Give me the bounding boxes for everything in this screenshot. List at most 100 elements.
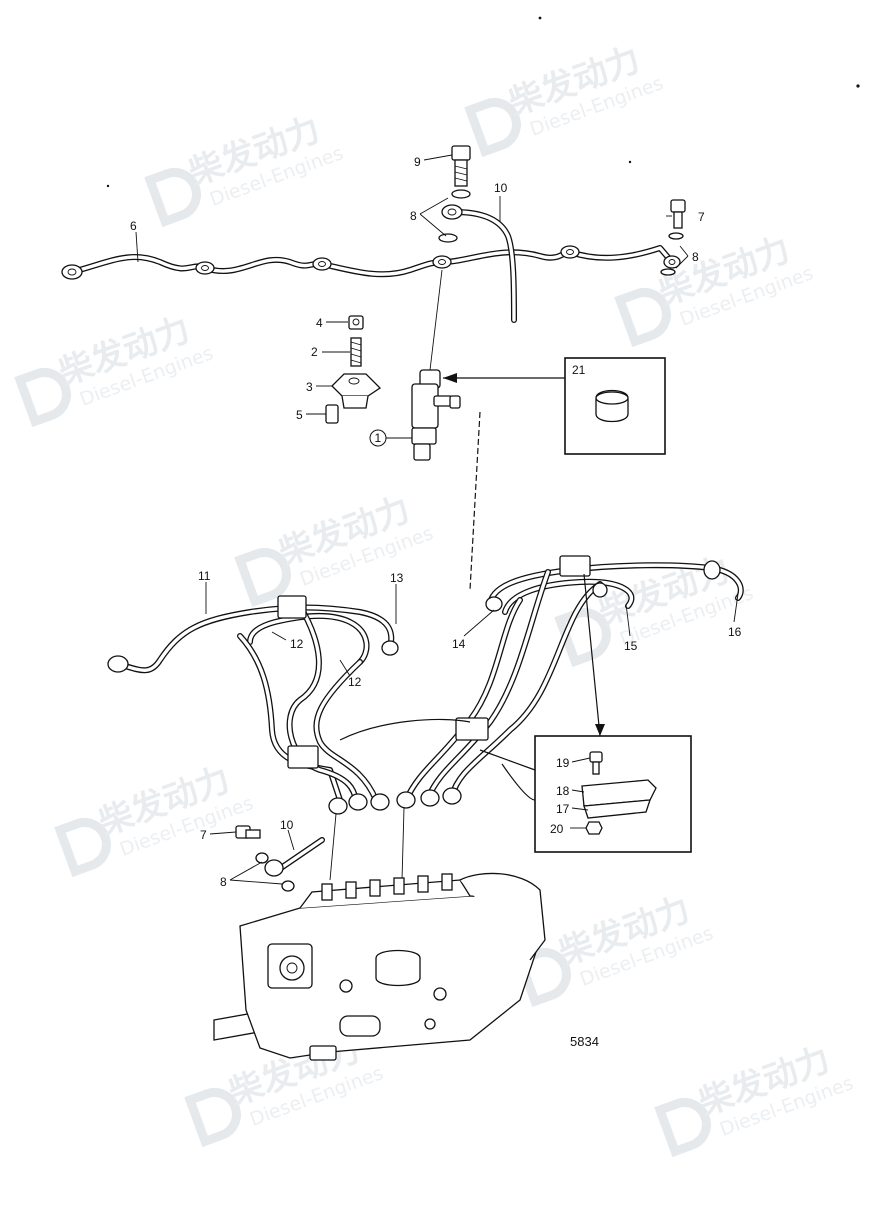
- callout-4: 4: [316, 316, 323, 330]
- pipe-nut: [485, 596, 503, 612]
- callout-8: 8: [692, 250, 699, 264]
- callout-3: 3: [306, 380, 313, 394]
- clamp-nut: [585, 821, 603, 835]
- callout-8: 8: [410, 209, 417, 223]
- sealing-washer: [255, 852, 269, 864]
- pipe-nut: [592, 582, 608, 598]
- pipe-nut: [703, 560, 721, 580]
- banjo-fitting: [560, 245, 580, 259]
- detail-box-clamp: [534, 735, 692, 853]
- sealing-washer: [451, 189, 471, 199]
- callout-16: 16: [728, 625, 742, 639]
- watermark-tile: 柴发动力 Diesel-Engines: [14, 309, 216, 428]
- watermark-tile: 柴发动力 Diesel-Engines: [464, 39, 666, 158]
- sealing-washer: [660, 268, 676, 276]
- nut: [348, 315, 364, 330]
- watermark-logo-icon: [234, 548, 291, 608]
- detail-box-21: [564, 357, 666, 455]
- banjo-bolt-assembly-top: [438, 145, 471, 243]
- watermark-tile: 柴发动力 Diesel-Engines: [514, 889, 716, 1008]
- figure-number: 5834: [570, 1034, 599, 1049]
- banjo-bolt-assembly-lower: [235, 825, 325, 892]
- callout-8: 8: [220, 875, 227, 889]
- banjo-fitting: [61, 264, 83, 280]
- callout-12: 12: [348, 675, 362, 689]
- watermark-tile: 柴发动力 Diesel-Engines: [654, 1039, 856, 1158]
- pipe-nut: [442, 787, 462, 805]
- injector: [411, 269, 461, 461]
- leader-lines: [135, 154, 739, 885]
- banjo-fitting: [312, 257, 332, 271]
- clamp-bracket: [581, 779, 657, 807]
- callout-10: 10: [280, 818, 294, 832]
- callout-9: 9: [414, 155, 421, 169]
- return-pipe-top: [452, 209, 517, 323]
- injection-pump: [213, 872, 546, 1061]
- watermark-logo-icon: [54, 818, 111, 878]
- delivery-pipes-right: [396, 555, 744, 809]
- callout-13: 13: [390, 571, 404, 585]
- watermark-logo-icon: [184, 1088, 241, 1148]
- sealing-washer: [281, 880, 295, 892]
- dashed-connector: [469, 411, 481, 591]
- watermark-tile: 柴发动力 Diesel-Engines: [54, 759, 256, 878]
- pipe-nut: [370, 793, 390, 811]
- pipe-nut: [107, 655, 129, 673]
- pipe-nut: [396, 791, 416, 809]
- sealing-washer: [668, 232, 684, 240]
- pipe-nut: [381, 640, 399, 656]
- pipe-clamp: [559, 555, 591, 577]
- callout-1: 1: [375, 431, 382, 445]
- watermark-logo-icon: [654, 1098, 711, 1158]
- callout-7: 7: [200, 828, 207, 842]
- callout-21: 21: [572, 363, 586, 377]
- clamp-screw: [589, 751, 603, 763]
- banjo-bolt: [451, 145, 471, 161]
- banjo-fitting: [432, 255, 452, 269]
- watermark-tile: 柴发动力 Diesel-Engines: [234, 489, 436, 608]
- watermark-logo-icon: [144, 168, 201, 228]
- pipe-clamp: [287, 745, 319, 769]
- callout-19: 19: [556, 756, 570, 770]
- clamp: [331, 373, 382, 397]
- pipe-clamp: [455, 717, 489, 741]
- watermark-tile: 柴发动力 Diesel-Engines: [614, 229, 816, 348]
- watermark-logo-icon: [464, 98, 521, 158]
- callout-12: 12: [290, 637, 304, 651]
- callout-labels: 9 8 10 6 7 8 4 2 3 5 1 21 11 12 12 13 14…: [130, 155, 742, 1049]
- callout-2: 2: [311, 345, 318, 359]
- pipe-nut: [328, 797, 348, 815]
- callout-5: 5: [296, 408, 303, 422]
- callout-arrow-21: [443, 373, 565, 383]
- watermark-logo-icon: [14, 368, 71, 428]
- banjo-eye: [441, 204, 463, 220]
- callout-7: 7: [698, 210, 705, 224]
- leak-off-pipe: [61, 245, 681, 280]
- banjo-bolt-assembly-right: [660, 199, 686, 276]
- banjo-fitting: [663, 255, 681, 269]
- callout-18: 18: [556, 784, 570, 798]
- banjo-eye: [264, 859, 284, 877]
- stud: [350, 337, 362, 367]
- banjo-bolt: [670, 199, 686, 213]
- pipe-nut: [348, 793, 368, 811]
- banjo-fitting: [195, 261, 215, 275]
- sealing-washer: [438, 233, 458, 243]
- callout-10: 10: [494, 181, 508, 195]
- injector-clamp-parts: [325, 315, 382, 424]
- watermark-logo-icon: [514, 948, 571, 1008]
- delivery-pipes-left: [107, 595, 399, 815]
- watermark-tile: 柴发动力 Diesel-Engines: [144, 109, 346, 228]
- callout-15: 15: [624, 639, 638, 653]
- clamp-plate: [583, 799, 651, 819]
- pipe-clamp: [277, 595, 307, 619]
- watermark-logo-icon: [614, 288, 671, 348]
- callout-6: 6: [130, 219, 137, 233]
- callout-14: 14: [452, 637, 466, 651]
- sleeve: [325, 404, 339, 424]
- callout-20: 20: [550, 822, 564, 836]
- callout-17: 17: [556, 802, 570, 816]
- watermark-logo-icon: [554, 608, 611, 668]
- callout-11: 11: [198, 569, 211, 583]
